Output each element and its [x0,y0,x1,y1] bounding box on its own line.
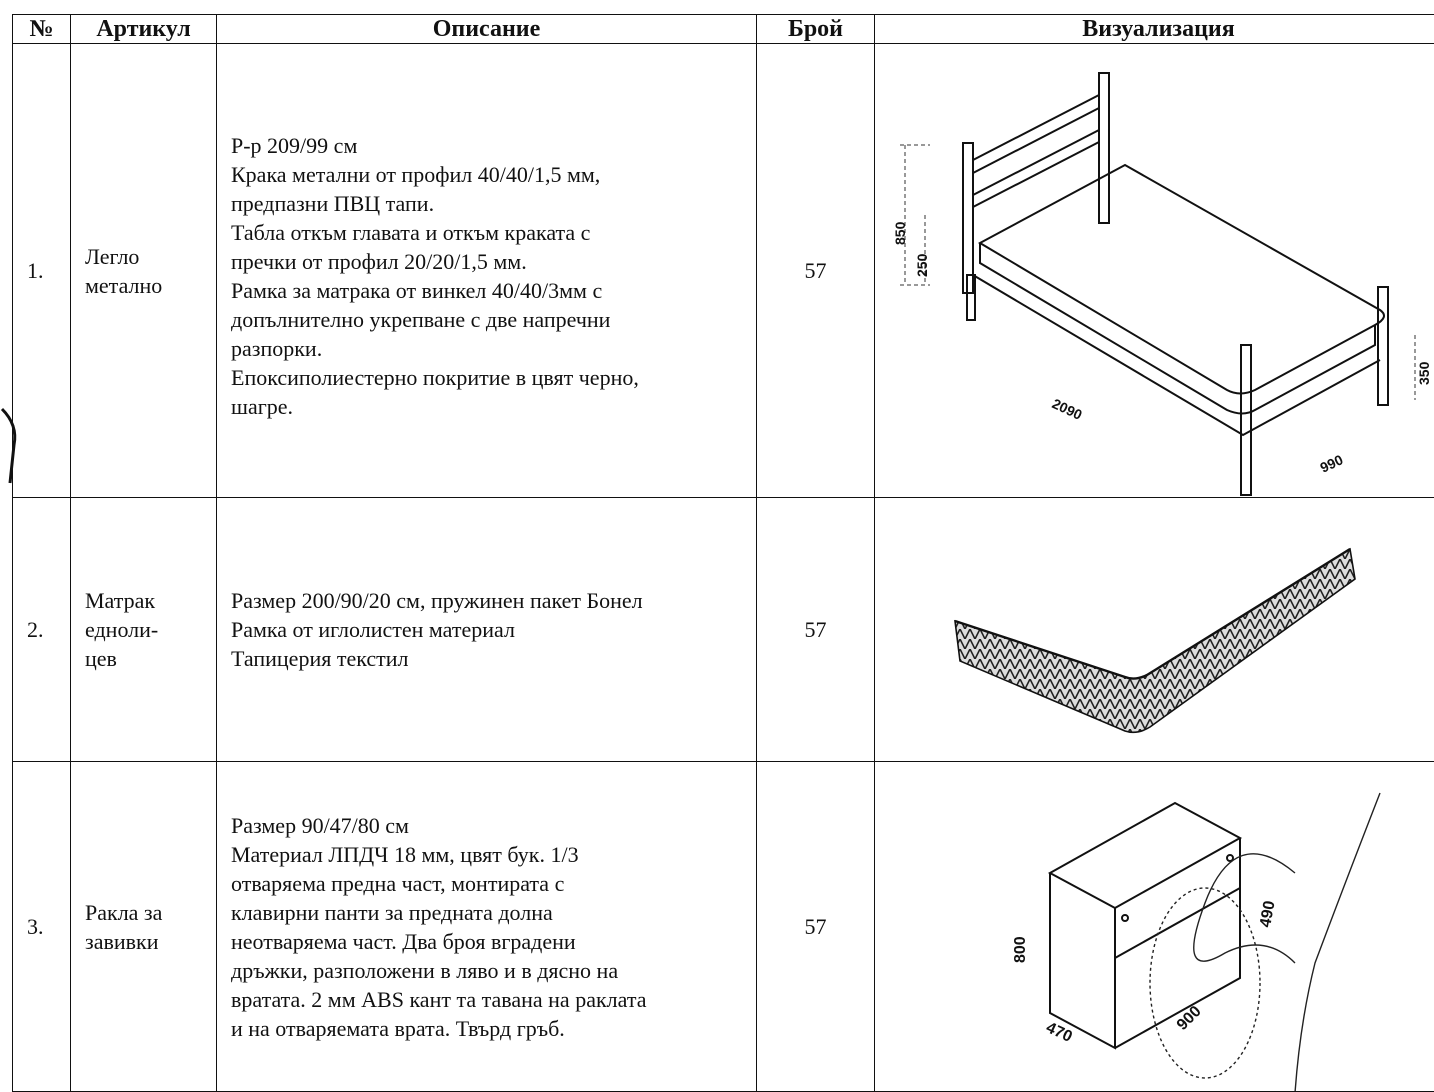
table-header-row: № Артикул Описание Брой Визуализация [12,14,1434,44]
description-line: Рамка за матрака от винкел 40/40/3мм с [231,277,603,303]
row-number: 1. [12,43,71,498]
dim-head: 250 [914,253,930,277]
article-line: Ракла за [85,899,163,925]
quantity-cell: 57 [756,497,875,762]
visualization-cell: 850 250 2090 990 350 [874,43,1434,498]
dim-height: 850 [892,221,908,245]
header-article: Артикул [70,14,217,44]
article-line: едноли- [85,617,159,642]
description-line: пречки от профил 20/20/1,5 мм. [231,248,527,274]
header-num: № [12,14,71,44]
description-line: Материал ЛПДЧ 18 мм, цвят бук. 1/3 [231,841,579,867]
table-row: 1. Легло метално Р-р 209/99 см Крака мет… [12,43,1434,498]
dim-length: 2090 [1050,395,1085,423]
article-name: Ракла за завивки [70,761,217,1092]
bed-drawing: 850 250 2090 990 350 [892,71,1432,496]
row-number: 2. [12,497,71,762]
dim-width: 990 [1318,451,1346,475]
mattress-drawing [954,547,1356,733]
quantity-cell: 57 [756,43,875,498]
description-line: Размер 200/90/20 см, пружинен пакет Боне… [231,588,643,613]
description-line: шагре. [231,393,293,419]
dim-width: 900 [1174,1002,1205,1033]
description-line: Рамка от иглолистен материал [231,617,515,642]
description-line: Р-р 209/99 см [231,132,358,158]
visualization-cell: 800 470 900 490 [874,761,1434,1092]
article-name: Легло метално [70,43,217,498]
chest-drawing: 800 470 900 490 [1012,792,1381,1091]
article-line: завивки [85,928,159,954]
dim-foot: 350 [1416,361,1432,385]
dim-top: 490 [1257,899,1278,928]
description-line: предпазни ПВЦ тапи. [231,190,435,216]
description-line: разпорки. [231,335,323,361]
description-line: отваряема предна част, монтирата с [231,870,565,896]
header-visualization: Визуализация [874,14,1434,44]
description-cell: Размер 200/90/20 см, пружинен пакет Боне… [216,497,757,762]
article-line: Матрак [85,588,156,613]
description-line: вратата. 2 мм ABS кант та тавана на ракл… [231,986,647,1012]
description-cell: Р-р 209/99 см Крака метални от профил 40… [216,43,757,498]
article-line: Легло [85,243,140,269]
description-line: неотваряема част. Два броя вградени [231,928,576,954]
article-line: цев [85,646,117,671]
description-line: дръжки, разположени в ляво и в дясно на [231,957,619,983]
description-line: Размер 90/47/80 см [231,812,409,838]
dim-height: 800 [1012,936,1029,963]
quantity-cell: 57 [756,761,875,1092]
description-cell: Размер 90/47/80 см Материал ЛПДЧ 18 мм, … [216,761,757,1092]
description-line: клавирни панти за предната долна [231,899,553,925]
description-line: Крака метални от профил 40/40/1,5 мм, [231,161,601,187]
header-description: Описание [216,14,757,44]
header-quantity: Брой [756,14,875,44]
description-line: Табла откъм главата и откъм краката с [231,219,591,245]
description-line: Тапицерия текстил [231,646,409,671]
description-line: Епоксиполиестерно покритие в цвят черно, [231,364,639,390]
table-row: 3. Ракла за завивки Размер 90/47/80 см М… [12,761,1434,1092]
table-row: 2. Матрак едноли- цев Размер 200/90/20 с… [12,497,1434,762]
specification-table: № Артикул Описание Брой Визуализация 1. … [12,14,1434,1092]
description-line: допълнително укрепване с две напречни [231,306,611,332]
visualization-cell [874,497,1434,762]
article-line: метално [85,272,163,298]
article-name: Матрак едноли- цев [70,497,217,762]
row-number: 3. [12,761,71,1092]
description-line: и на отваряемата врата. Твърд гръб. [231,1015,565,1041]
